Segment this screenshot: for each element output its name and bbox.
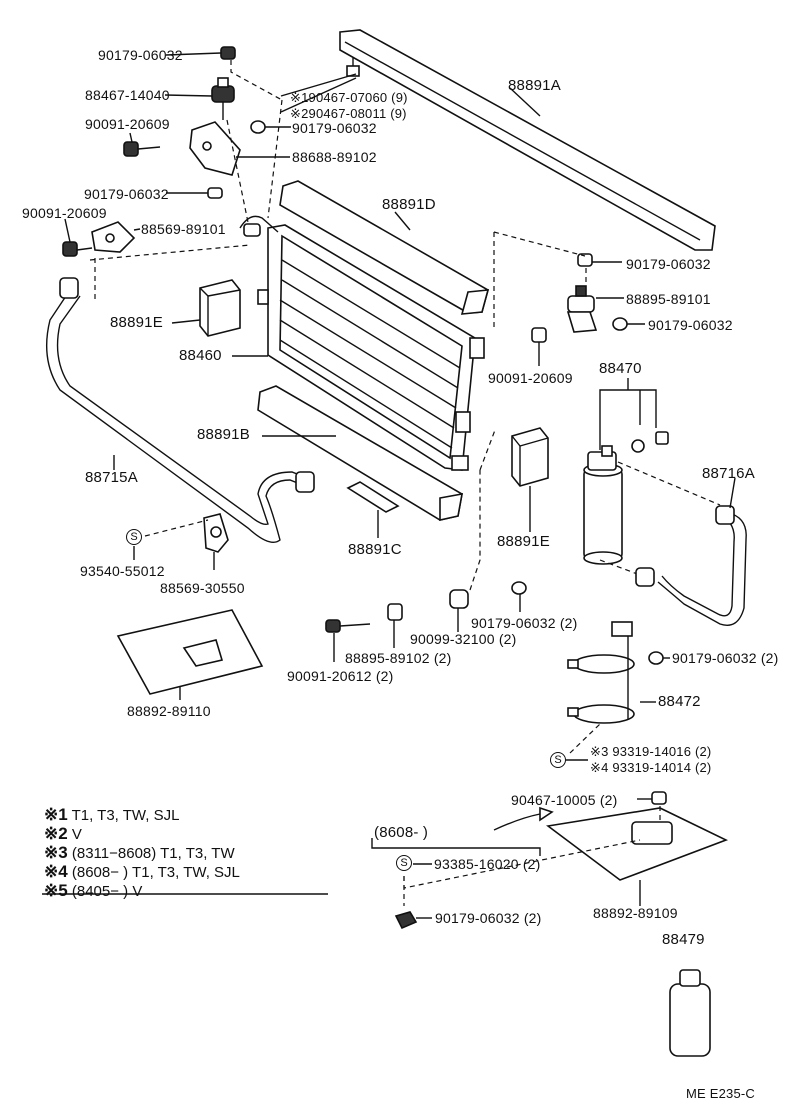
note-3: ※3 (8311−8608) T1, T3, TW — [44, 843, 235, 862]
label-93385-16020: 93385-16020 (2) — [434, 856, 541, 872]
s-mark-1: S — [126, 529, 142, 545]
label-88715a: 88715A — [85, 469, 138, 486]
label-90091-20612: 90091-20612 (2) — [287, 668, 394, 684]
label-90179-06032-d: 90179-06032 — [626, 256, 711, 272]
label-90179-06032-b: 90179-06032 — [84, 186, 169, 202]
support-bar-88891a — [339, 29, 716, 251]
receiver-88470 — [583, 445, 623, 565]
note-1: ※1 T1, T3, TW, SJL — [44, 805, 180, 824]
label-90179-06032-f: 90179-06032 (2) — [471, 615, 578, 631]
diagram-code: ME E235-C — [686, 1086, 755, 1101]
label-90467-10005: 90467-10005 (2) — [511, 792, 618, 808]
bolt-90091-20612 — [325, 619, 371, 633]
bottle-88479 — [669, 969, 711, 1057]
label-90179-06032-a: 90179-06032 — [98, 47, 183, 63]
label-93319-14014: ※4 93319-14014 (2) — [590, 760, 712, 775]
note-4: ※4 (8608− ) T1, T3, TW, SJL — [44, 862, 240, 881]
inlet-pipe — [239, 215, 279, 237]
seal-88891e-right — [511, 427, 549, 487]
note-2: ※2 V — [44, 824, 82, 843]
label-88891a: 88891A — [508, 77, 561, 94]
label-88716a: 88716A — [702, 465, 755, 482]
label-90179-06032-h: 90179-06032 (2) — [435, 910, 542, 926]
clip-88569-30550 — [203, 513, 229, 553]
label-88472: 88472 — [658, 693, 701, 710]
label-8608-range: (8608- ) — [374, 824, 429, 841]
label-88569-89101: 88569-89101 — [141, 221, 226, 237]
bracket-right-88460 — [451, 411, 471, 471]
label-90179-06032-g: 90179-06032 (2) — [672, 650, 779, 666]
label-88891c: 88891C — [348, 541, 402, 558]
s-mark-2: S — [550, 752, 566, 768]
seal-88891c — [346, 481, 400, 513]
bolt-90091-right — [531, 327, 547, 366]
spacer-88895-89102 — [387, 603, 403, 621]
label-88895-89102: 88895-89102 (2) — [345, 650, 452, 666]
label-88891e-right: 88891E — [497, 533, 550, 550]
nut-90179-d — [648, 651, 664, 665]
mount-88895-89101 — [566, 285, 598, 333]
bushing-90099 — [449, 589, 469, 609]
cover-88892-89110 — [116, 609, 264, 695]
label-90099-32100: 90099-32100 (2) — [410, 631, 517, 647]
nut-90179-right-b — [612, 317, 628, 331]
cover-88892-89109 — [546, 807, 729, 881]
pipe-88715a — [45, 277, 315, 543]
label-88688-89102: 88688-89102 — [292, 149, 377, 165]
plug — [655, 431, 669, 445]
note-5: ※5 (8405− ) V — [44, 881, 143, 900]
nut-90179-e — [394, 911, 418, 930]
nut-90179-mid — [250, 120, 266, 134]
seal-88891d — [279, 180, 490, 315]
nut-90179-c — [511, 581, 527, 595]
label-90179-06032-c: 90179-06032 — [292, 120, 377, 136]
bolt-90091-a — [123, 141, 161, 157]
label-90091-20609-b: 90091-20609 — [22, 205, 107, 221]
label-88479: 88479 — [662, 931, 705, 948]
label-88891d: 88891D — [382, 196, 436, 213]
seal-88891b — [257, 385, 463, 521]
label-93319-14016: ※3 93319-14016 (2) — [590, 744, 712, 759]
condenser-88460 — [257, 224, 485, 471]
label-88891b: 88891B — [197, 426, 250, 443]
label-88895-89101: 88895-89101 — [626, 291, 711, 307]
label-90467-07060: ※190467-07060 (9) — [290, 90, 408, 105]
o-ring — [631, 439, 645, 453]
s-mark-3: S — [396, 855, 412, 871]
clip-90467-10005 — [651, 791, 667, 805]
nut-top — [220, 46, 236, 60]
label-88460: 88460 — [179, 347, 222, 364]
bracket-88472 — [567, 621, 635, 724]
label-90467-08011: ※290467-08011 (9) — [290, 106, 407, 121]
pipe-88716a — [635, 505, 747, 626]
clip-90467 — [346, 58, 360, 77]
label-90179-06032-e: 90179-06032 — [648, 317, 733, 333]
label-93540-55012: 93540-55012 — [80, 563, 165, 579]
seal-88891e-left — [199, 279, 241, 337]
label-90091-20609-a: 90091-20609 — [85, 116, 170, 132]
label-88467-14040: 88467-14040 — [85, 87, 170, 103]
label-90091-20609-c: 90091-20609 — [488, 370, 573, 386]
label-88470: 88470 — [599, 360, 642, 377]
label-88892-89110: 88892-89110 — [127, 703, 211, 719]
nut-90179-right — [577, 253, 593, 267]
bracket-88569-89101 — [91, 221, 136, 253]
label-88892-89109: 88892-89109 — [593, 905, 678, 921]
bolt-90091-b — [62, 241, 93, 257]
label-88569-30550: 88569-30550 — [160, 580, 245, 596]
label-88891e-left: 88891E — [110, 314, 163, 331]
mount-88467 — [211, 77, 235, 120]
bracket-88688 — [189, 121, 241, 176]
nut-90179-b — [207, 187, 223, 199]
